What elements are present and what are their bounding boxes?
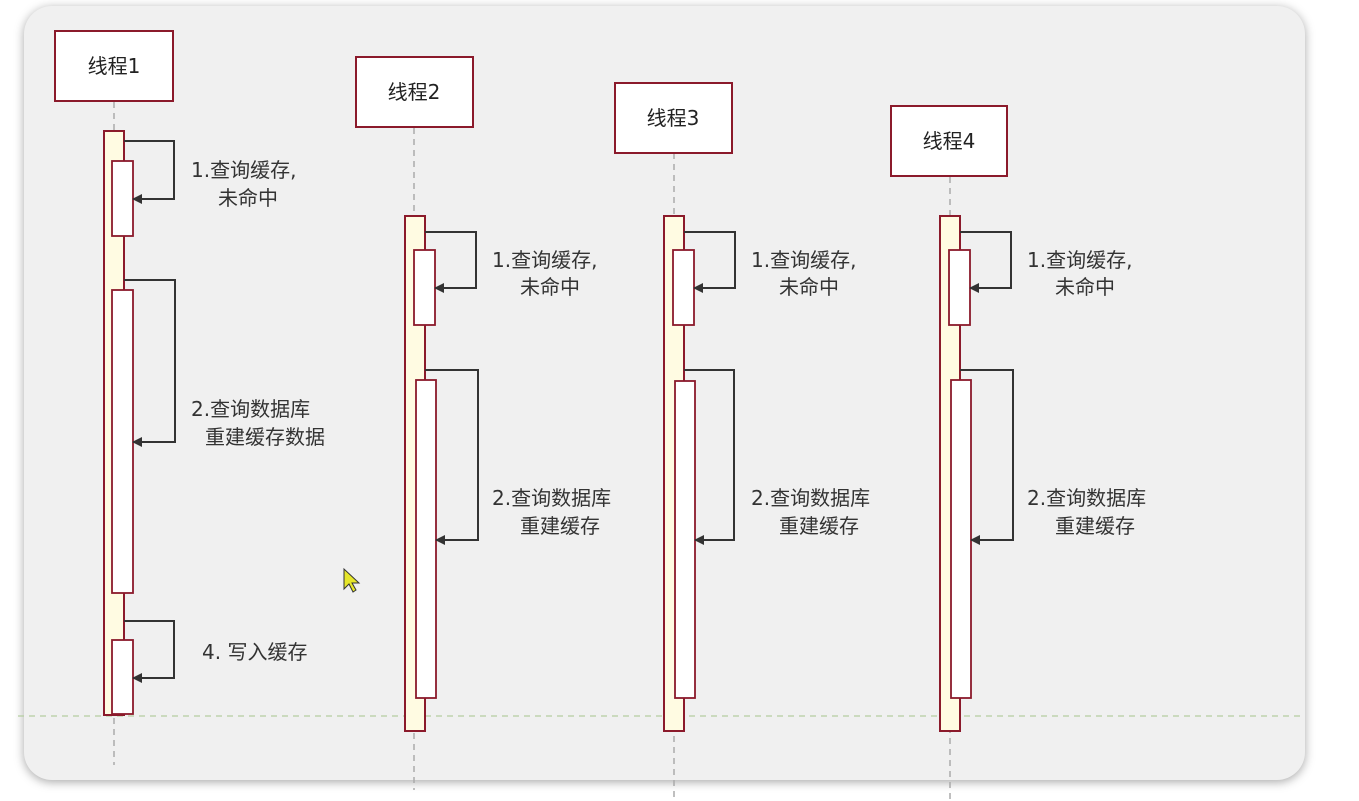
self-call-arrow — [684, 369, 735, 545]
step-activation — [111, 289, 134, 594]
step-note-line: 未命中 — [779, 275, 839, 299]
step-note-line: 重建缓存 — [779, 514, 859, 538]
step-note-line: 重建缓存数据 — [205, 425, 325, 449]
step-note-line: 1.查询缓存, — [492, 248, 597, 272]
step-note-line: 2.查询数据库 — [751, 486, 870, 510]
step-note-line: 未命中 — [218, 186, 278, 210]
step-activation — [413, 249, 436, 326]
self-call-arrow — [124, 140, 175, 204]
thread-header-box — [355, 56, 474, 128]
step-note-line: 2.查询数据库 — [1027, 486, 1146, 510]
thread-4: 线程4 1.查询缓存, 未命中 2.查询数据库 重建缓存 — [890, 105, 1146, 799]
self-call-arrow — [124, 279, 176, 447]
step-note-line: 未命中 — [520, 275, 580, 299]
thread-name: 线程2 — [388, 80, 441, 104]
step-note-line: 1.查询缓存, — [1027, 248, 1132, 272]
step-activation — [674, 380, 696, 699]
thread-2: 线程2 1.查询缓存, 未命中 2.查询数据库 重建缓存 — [355, 56, 611, 790]
self-call-arrow — [960, 369, 1014, 545]
step-activation — [415, 379, 437, 699]
self-call-arrow — [124, 620, 175, 683]
self-call-arrow — [425, 369, 479, 545]
step-activation — [948, 249, 971, 326]
self-call-arrow — [684, 231, 736, 293]
thread-name: 线程3 — [647, 106, 700, 130]
step-note-line: 1.查询缓存, — [751, 248, 856, 272]
mouse-cursor-icon — [343, 567, 361, 593]
step-activation — [111, 160, 134, 237]
self-call-arrow — [425, 231, 477, 293]
step-note-line: 未命中 — [1055, 275, 1115, 299]
step-note-line: 1.查询缓存, — [191, 158, 296, 182]
thread-name: 线程4 — [923, 129, 976, 153]
thread-header-box — [614, 82, 733, 154]
step-activation — [672, 249, 695, 326]
step-note-line: 2.查询数据库 — [492, 486, 611, 510]
step-note-line: 重建缓存 — [520, 514, 600, 538]
self-call-arrow — [960, 231, 1012, 293]
step-note-line: 重建缓存 — [1055, 514, 1135, 538]
thread-name: 线程1 — [88, 54, 141, 78]
step-note-line: 2.查询数据库 — [191, 397, 310, 421]
step-activation — [950, 379, 972, 699]
thread-3: 线程3 1.查询缓存, 未命中 2.查询数据库 重建缓存 — [614, 82, 870, 799]
thread-header-box — [890, 105, 1008, 177]
step-activation — [111, 639, 134, 715]
step-note-line: 4. 写入缓存 — [202, 640, 307, 664]
thread-header-box — [54, 30, 174, 102]
thread-1: 线程1 1.查询缓存, 未命中 2.查询数据库 重建缓存数据 4. 写入缓存 — [54, 30, 325, 765]
